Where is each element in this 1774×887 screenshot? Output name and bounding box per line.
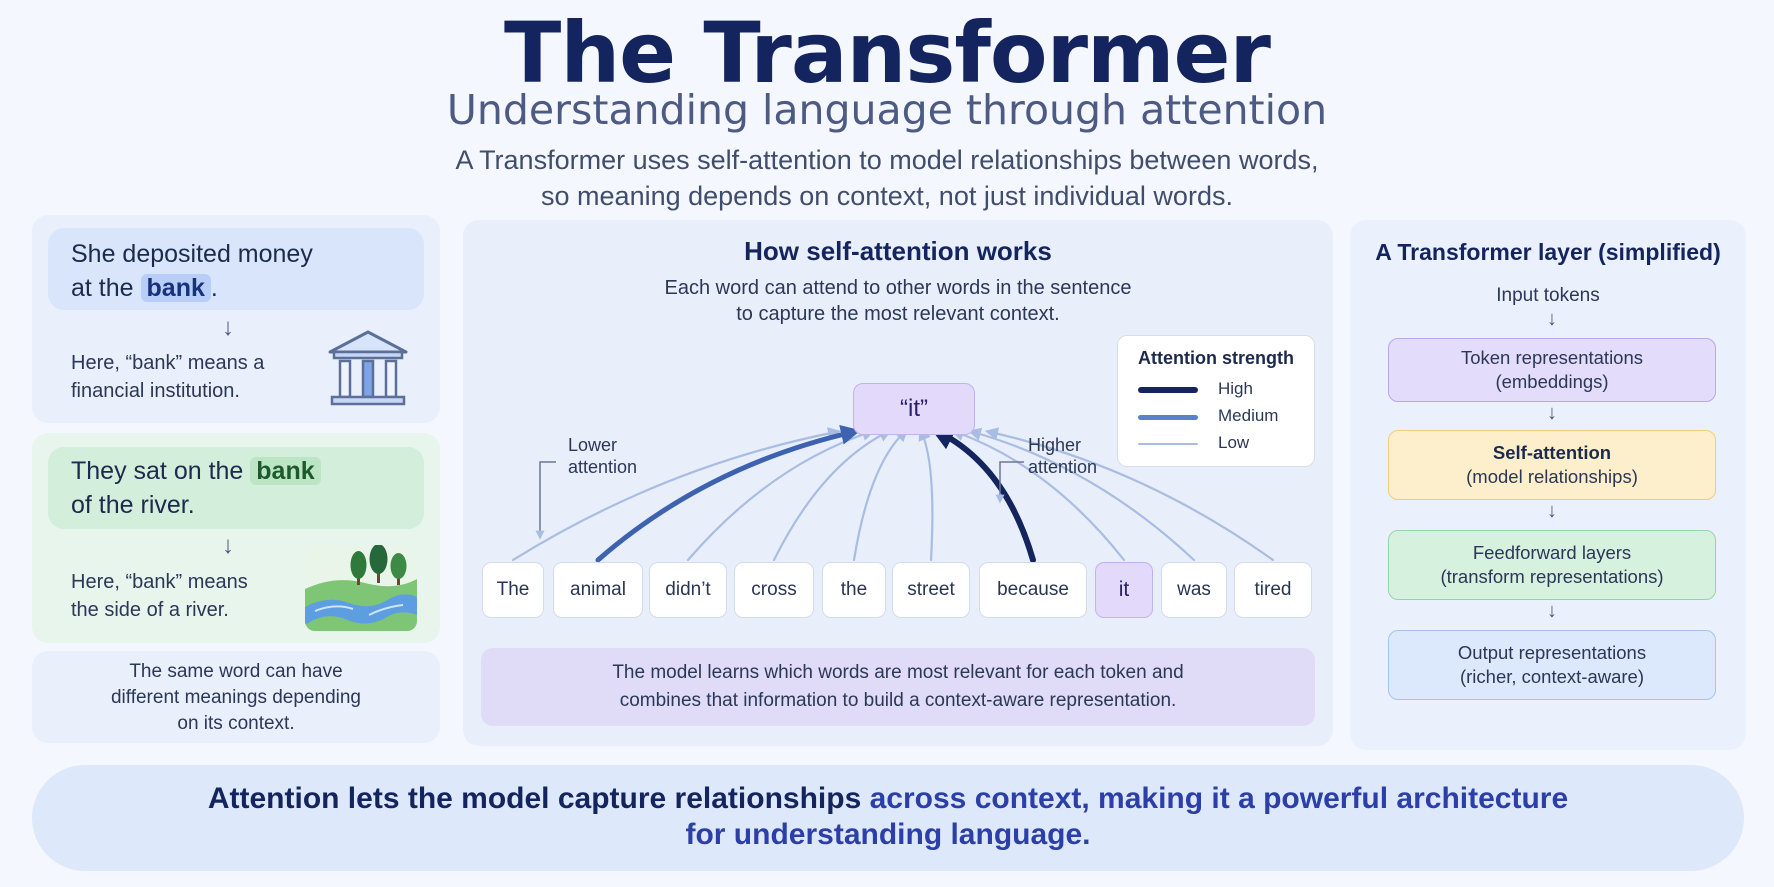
legend-title: Attention strength <box>1138 348 1294 368</box>
attention-description: Each word can attend to other words in t… <box>664 277 1132 325</box>
layer-input-label: Input tokens <box>1496 285 1600 306</box>
attention-arrow-6 <box>918 427 934 562</box>
example2-highlight-word: bank <box>250 457 321 485</box>
legend-high-label: High <box>1218 379 1253 398</box>
layer-box-output: Output representations (richer, context-… <box>1388 630 1716 700</box>
attention-arrow-8 <box>950 428 1126 562</box>
layer-box-embeddings: Token representations (embeddings) <box>1388 338 1716 402</box>
token-2: animal <box>553 562 643 618</box>
legend-medium-swatch <box>1138 415 1198 420</box>
example2-sentence-card <box>48 447 424 529</box>
example1-sentence-card <box>48 228 424 310</box>
legend-low-swatch <box>1138 443 1198 445</box>
context-note: The same word can have different meaning… <box>110 661 361 734</box>
token-9: was <box>1161 562 1227 618</box>
focus-token-it: “it” <box>853 383 975 435</box>
attention-title: How self-attention works <box>744 236 1052 266</box>
layer-arrow-1: ↓ <box>1547 308 1557 330</box>
layer-box-feedforward: Feedforward layers (transform representa… <box>1388 530 1716 600</box>
attention-arrow-10 <box>984 427 1275 562</box>
footer-rest: across context, making it a powerful arc… <box>861 782 1569 815</box>
legend-medium-label: Medium <box>1218 406 1279 425</box>
token-10: tired <box>1234 562 1312 618</box>
left-panel-note <box>32 651 440 743</box>
footer-emphasis: Attention lets the model capture relatio… <box>207 782 862 815</box>
lower-attention-label: Lower attention <box>568 435 638 477</box>
token-6: street <box>892 562 970 618</box>
attention-summary: The model learns which words are most re… <box>481 648 1315 726</box>
page-title: The Transformer <box>504 4 1271 102</box>
example1-meaning: Here, “bank” means a financial instituti… <box>71 352 265 402</box>
token-1: The <box>482 562 544 618</box>
layer-box-self-attention: Self-attention (model relationships) <box>1388 430 1716 500</box>
attention-arrow-9 <box>967 427 1196 562</box>
page-subtitle: Understanding language through attention <box>446 86 1328 134</box>
attention-arrow-1 <box>511 427 842 562</box>
layer-title: A Transformer layer (simplified) <box>1375 239 1721 265</box>
footer-banner: Attention lets the model capture relatio… <box>32 765 1744 871</box>
example1-sentence: She deposited money at the bank. <box>71 240 313 302</box>
example2-sentence: They sat on the bank of the river. <box>71 454 321 522</box>
token-3: didn’t <box>649 562 727 618</box>
token-8: it <box>1095 562 1153 618</box>
attention-arrow-4 <box>772 429 893 562</box>
layer-arrow-3: ↓ <box>1547 500 1557 522</box>
token-5: the <box>822 562 886 618</box>
lower-attention-pointer <box>535 461 556 540</box>
legend-low-label: Low <box>1218 433 1250 452</box>
bank-building-icon <box>328 330 408 406</box>
legend-high-swatch <box>1138 387 1198 393</box>
token-4: cross <box>734 562 814 618</box>
page-description: A Transformer uses self-attention to mod… <box>455 145 1319 211</box>
attention-arrow-7 <box>930 427 1036 563</box>
footer-line2: for understanding language. <box>685 818 1091 851</box>
higher-attention-label: Higher attention <box>1028 435 1098 477</box>
example2-down-arrow: ↓ <box>222 532 234 559</box>
attention-legend: Attention strength High Medium Low <box>1117 335 1315 467</box>
layer-arrow-2: ↓ <box>1547 402 1557 424</box>
river-landscape-icon <box>305 545 417 631</box>
layer-arrow-4: ↓ <box>1547 600 1557 622</box>
higher-attention-pointer <box>995 461 1024 504</box>
attention-arrow-2 <box>595 424 861 563</box>
example1-highlight-word: bank <box>140 274 211 302</box>
example2-meaning: Here, “bank” means the side of a river. <box>71 571 248 621</box>
attention-arrow-5 <box>852 428 909 562</box>
token-7: because <box>979 562 1087 618</box>
example1-down-arrow: ↓ <box>222 314 234 341</box>
